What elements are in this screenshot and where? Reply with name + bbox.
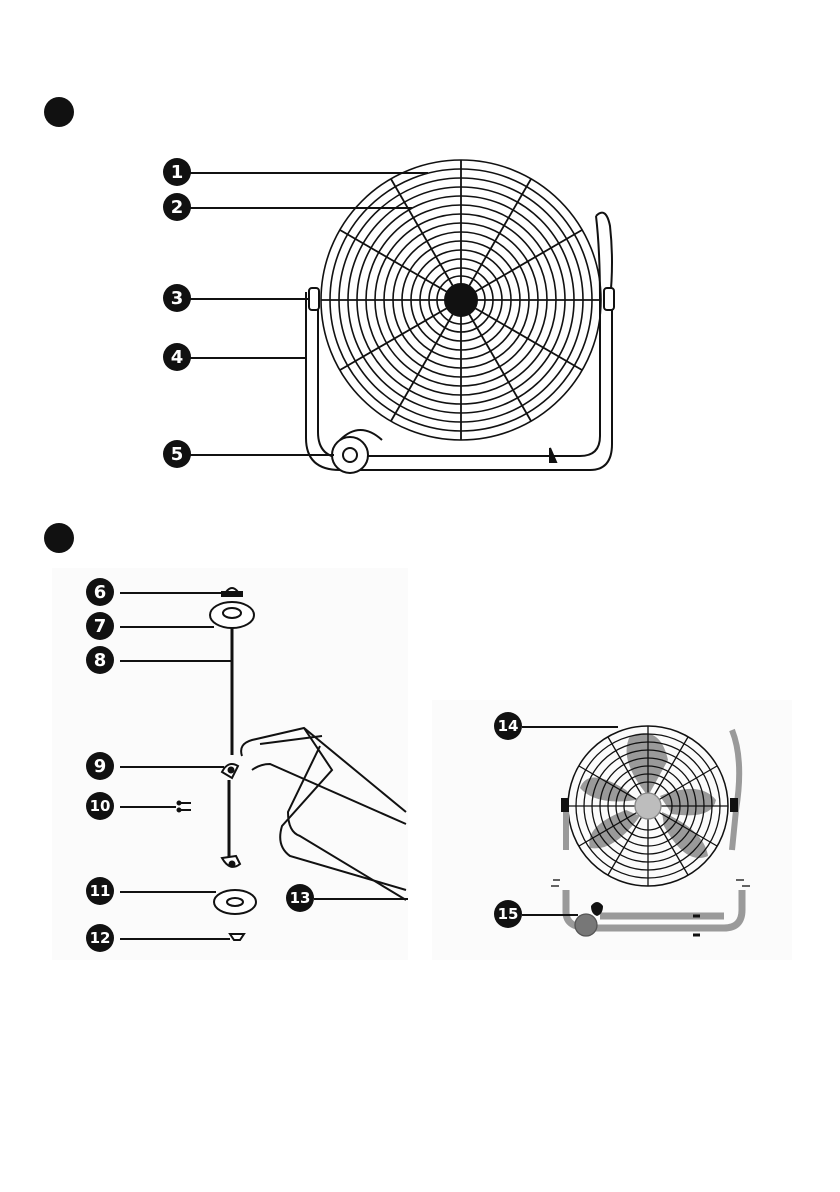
callout-14: 14 bbox=[494, 712, 522, 740]
callout-11: 11 bbox=[86, 877, 114, 905]
assembled-fan-view bbox=[551, 726, 750, 936]
leader-11 bbox=[120, 891, 216, 893]
leader-5 bbox=[190, 454, 334, 456]
callout-15: 15 bbox=[494, 900, 522, 928]
callout-1: 1 bbox=[163, 158, 191, 186]
leader-9 bbox=[120, 766, 224, 768]
leader-10 bbox=[120, 806, 176, 808]
leader-1 bbox=[190, 172, 428, 174]
callout-8: 8 bbox=[86, 646, 114, 674]
leader-15 bbox=[522, 914, 578, 916]
leader-6 bbox=[120, 592, 222, 594]
leader-7 bbox=[120, 626, 214, 628]
callout-10: 10 bbox=[86, 792, 114, 820]
callout-6: 6 bbox=[86, 578, 114, 606]
callout-4: 4 bbox=[163, 343, 191, 371]
leader-14 bbox=[522, 726, 618, 728]
callout-13: 13 bbox=[286, 884, 314, 912]
callout-9: 9 bbox=[86, 752, 114, 780]
leader-13 bbox=[314, 898, 408, 900]
leader-2 bbox=[190, 207, 412, 209]
callout-2: 2 bbox=[163, 193, 191, 221]
leader-12 bbox=[120, 938, 230, 940]
callout-7: 7 bbox=[86, 612, 114, 640]
leader-4 bbox=[190, 357, 306, 359]
leader-3 bbox=[190, 298, 310, 300]
callout-5: 5 bbox=[163, 440, 191, 468]
callout-3: 3 bbox=[163, 284, 191, 312]
leader-8 bbox=[120, 660, 232, 662]
callout-12: 12 bbox=[86, 924, 114, 952]
